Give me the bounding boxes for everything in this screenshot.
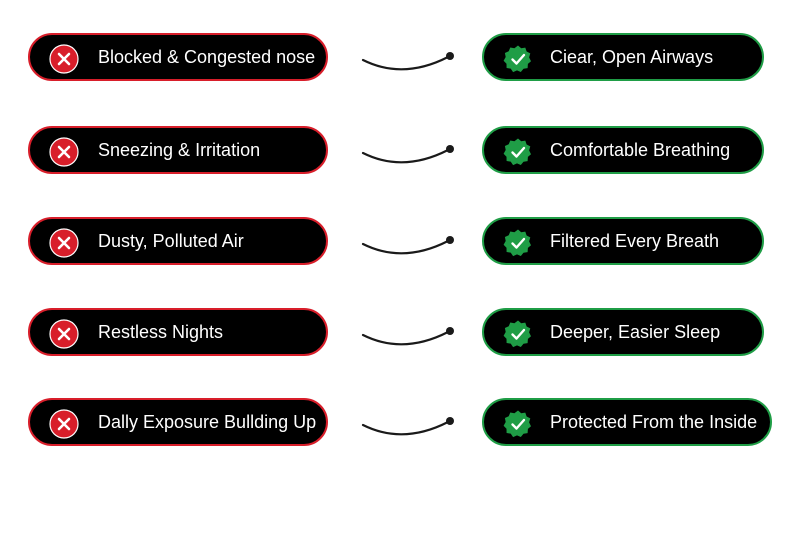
connector-arrow [358, 405, 458, 445]
benefit-label: Protected From the Inside [550, 412, 758, 432]
problem-label: Dally Exposure Bullding Up [98, 412, 317, 432]
problem-pill: Sneezing & Irritation [28, 126, 328, 174]
benefit-pill: Filtered Every Breath [482, 217, 764, 265]
check-badge-icon [503, 228, 533, 258]
check-badge-icon [503, 137, 533, 167]
problem-pill: Blocked & Congested nose [28, 33, 328, 81]
check-badge-icon [503, 44, 533, 74]
x-circle-icon [49, 409, 79, 439]
x-circle-icon [49, 137, 79, 167]
benefit-label: Filtered Every Breath [550, 231, 720, 251]
benefit-pill: Protected From the Inside [482, 398, 772, 446]
check-badge-icon [503, 319, 533, 349]
connector-arrow [358, 133, 458, 173]
benefit-label: Ciear, Open Airways [550, 47, 714, 67]
connector-arrow [358, 40, 458, 80]
x-circle-icon [49, 319, 79, 349]
problem-label: Restless Nights [98, 322, 224, 342]
benefit-label: Deeper, Easier Sleep [550, 322, 721, 342]
benefit-label: Comfortable Breathing [550, 140, 731, 160]
problem-label: Dusty, Polluted Air [98, 231, 244, 251]
connector-arrow [358, 224, 458, 264]
benefit-pill: Comfortable Breathing [482, 126, 764, 174]
x-circle-icon [49, 44, 79, 74]
benefit-pill: Deeper, Easier Sleep [482, 308, 764, 356]
problem-pill: Dusty, Polluted Air [28, 217, 328, 265]
benefit-pill: Ciear, Open Airways [482, 33, 764, 81]
problem-pill: Restless Nights [28, 308, 328, 356]
problem-pill: Dally Exposure Bullding Up [28, 398, 328, 446]
connector-arrow [358, 315, 458, 355]
problem-label: Sneezing & Irritation [98, 140, 261, 160]
problem-label: Blocked & Congested nose [98, 47, 316, 67]
x-circle-icon [49, 228, 79, 258]
check-badge-icon [503, 409, 533, 439]
